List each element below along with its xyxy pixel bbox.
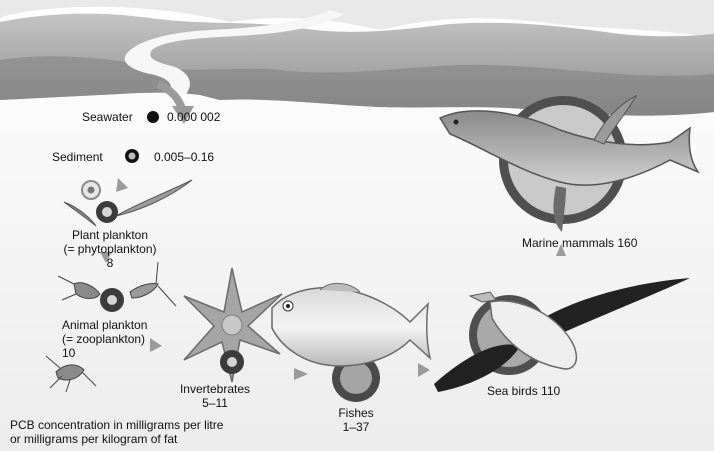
animal-plankton-label: Animal plankton (= zooplankton) 10: [62, 318, 147, 360]
sediment-value: 0.005–0.16: [154, 150, 214, 164]
sediment-marker: [125, 149, 139, 163]
sediment-label: Sediment: [52, 150, 103, 164]
fishes-label: Fishes 1–37: [326, 406, 386, 434]
invertebrates-label: Invertebrates 5–11: [170, 382, 260, 410]
legend-line-1: PCB concentration in milligrams per litr…: [10, 418, 223, 432]
plant-plankton-label: Plant plankton (= phytoplankton) 8: [40, 228, 180, 270]
legend: PCB concentration in milligrams per litr…: [10, 418, 223, 446]
animal-plankton-alias: (= zooplankton): [62, 332, 147, 346]
seawater-marker: [147, 111, 159, 123]
animal-plankton-name: Animal plankton: [62, 318, 147, 332]
marine-mammals-label: Marine mammals 160: [522, 236, 637, 250]
plant-plankton-name: Plant plankton: [40, 228, 180, 242]
sea-birds-label: Sea birds 110: [487, 384, 560, 398]
plant-plankton-alias: (= phytoplankton): [40, 242, 180, 256]
fishes-name: Fishes: [326, 406, 386, 420]
animal-plankton-value: 10: [62, 346, 147, 360]
seawater-label: Seawater: [82, 110, 133, 124]
legend-line-2: or milligrams per kilogram of fat: [10, 432, 223, 446]
seawater-value: 0.000 002: [167, 110, 220, 124]
invertebrates-name: Invertebrates: [170, 382, 260, 396]
fishes-value: 1–37: [326, 420, 386, 434]
invertebrates-value: 5–11: [170, 396, 260, 410]
plant-plankton-value: 8: [40, 256, 180, 270]
